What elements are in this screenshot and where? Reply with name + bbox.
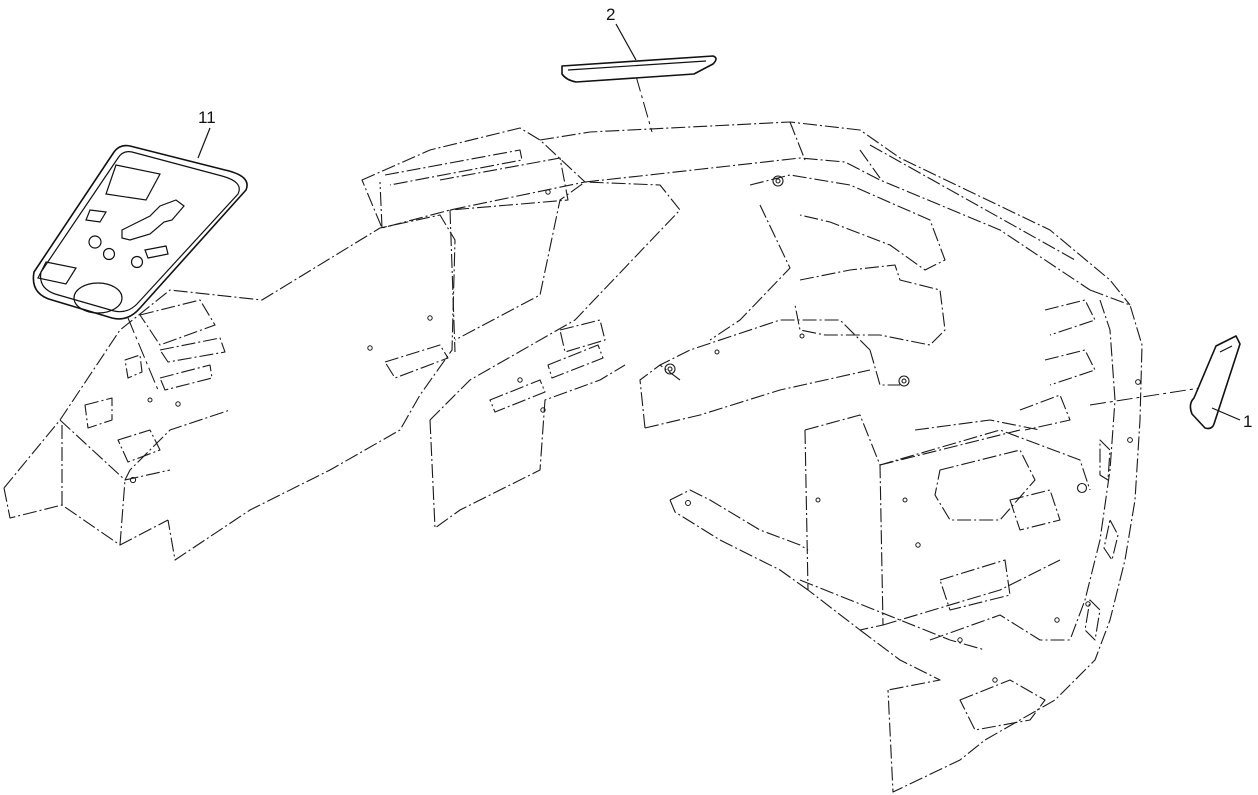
inner-bracket (639, 174, 946, 429)
alignment-line-part-1 (1089, 387, 1201, 406)
leader-line-2 (615, 23, 637, 61)
middle-side-panel (429, 181, 681, 529)
bottom-rail (669, 489, 1070, 731)
callout-1[interactable]: 1 (1211, 407, 1252, 431)
part-11-decal[interactable] (32, 144, 248, 320)
part-2-plate[interactable] (561, 55, 717, 83)
alignment-lines (127, 75, 1201, 406)
alignment-line-part-2 (635, 75, 653, 133)
leader-line-11 (197, 127, 211, 159)
callout-label-2: 2 (606, 5, 615, 24)
leader-line-1 (1211, 407, 1241, 421)
alignment-line-part-11 (127, 317, 159, 391)
right-side-wall (887, 289, 1143, 793)
callout-label-11: 11 (198, 108, 216, 127)
front-lower-box (804, 414, 1091, 683)
callout-2[interactable]: 2 (606, 5, 637, 61)
callout-label-1: 1 (1243, 412, 1252, 431)
left-upright-panel (361, 127, 586, 353)
part-1-guard[interactable] (1189, 335, 1241, 430)
frame-assembly (3, 121, 1143, 793)
callout-11[interactable]: 11 (197, 108, 216, 159)
left-console-housing (3, 214, 456, 561)
top-rail (539, 121, 1131, 306)
